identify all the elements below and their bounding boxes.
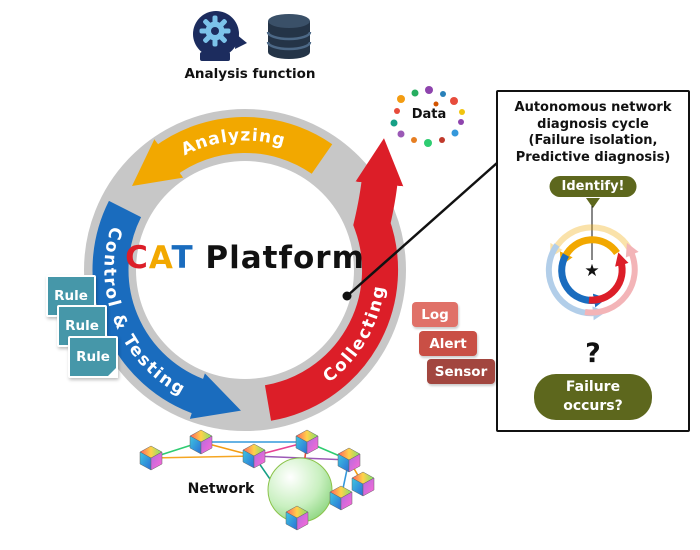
network-node <box>295 429 319 455</box>
panel-title: Autonomous network diagnosis cycle (Fail… <box>498 100 688 166</box>
identify-badge: Identify! <box>549 176 637 197</box>
analysis-function-label: Analysis function <box>184 66 316 82</box>
rule-card-label: Rule <box>76 349 110 365</box>
sensor-chip: Sensor <box>427 359 495 384</box>
analysis-head-icon <box>193 11 247 61</box>
analyzing-arrow <box>132 116 333 187</box>
identify-badge-tail <box>586 198 600 208</box>
network-node <box>351 471 375 497</box>
control-testing-arrow <box>92 200 241 419</box>
cat-letter-c: C <box>125 240 149 276</box>
panel-title-line: Autonomous network <box>514 100 672 115</box>
rule-card-label: Rule <box>65 318 99 334</box>
network-node <box>139 445 163 471</box>
panel-title-line: Predictive diagnosis) <box>515 149 671 165</box>
star-icon: ★ <box>584 261 599 281</box>
mini-cycle-faded-arcs <box>545 224 639 321</box>
mini-cycle-diagram: ★ <box>545 206 639 321</box>
platform-word: Platform <box>193 240 365 276</box>
question-mark: ? <box>585 338 601 369</box>
alert-chip: Alert <box>419 331 477 356</box>
mini-cycle-arcs <box>558 236 629 308</box>
rule-card: Rule <box>68 336 118 378</box>
collecting-arrow <box>264 138 404 421</box>
diagnosis-panel: Autonomous network diagnosis cycle (Fail… <box>496 90 690 432</box>
data-label: Data <box>411 107 447 122</box>
panel-title-line: diagnosis cycle <box>537 116 649 132</box>
network-node <box>189 429 213 455</box>
network-node <box>242 443 266 469</box>
cat-letter-t: T <box>171 240 194 276</box>
failure-badge-line: Failure <box>565 379 621 395</box>
callout-line <box>342 162 498 301</box>
database-icon <box>266 14 312 59</box>
log-chip-label: Log <box>421 306 449 323</box>
cat-platform-title: CAT Platform <box>95 240 395 276</box>
alert-chip-label: Alert <box>429 335 467 352</box>
failure-occurs-badge: Failure occurs? <box>534 374 652 420</box>
panel-title-line: (Failure isolation, <box>528 133 658 148</box>
sensor-chip-label: Sensor <box>434 363 488 380</box>
cat-letter-a: A <box>148 240 172 276</box>
network-node <box>337 447 361 473</box>
gear-icon <box>199 15 231 47</box>
rule-card-label: Rule <box>54 288 88 304</box>
network-graphic <box>139 429 375 531</box>
log-chip: Log <box>412 302 458 327</box>
network-node <box>329 485 353 511</box>
network-label: Network <box>187 481 255 497</box>
data-dots-icon <box>390 86 465 147</box>
failure-badge-line: occurs? <box>563 398 623 414</box>
